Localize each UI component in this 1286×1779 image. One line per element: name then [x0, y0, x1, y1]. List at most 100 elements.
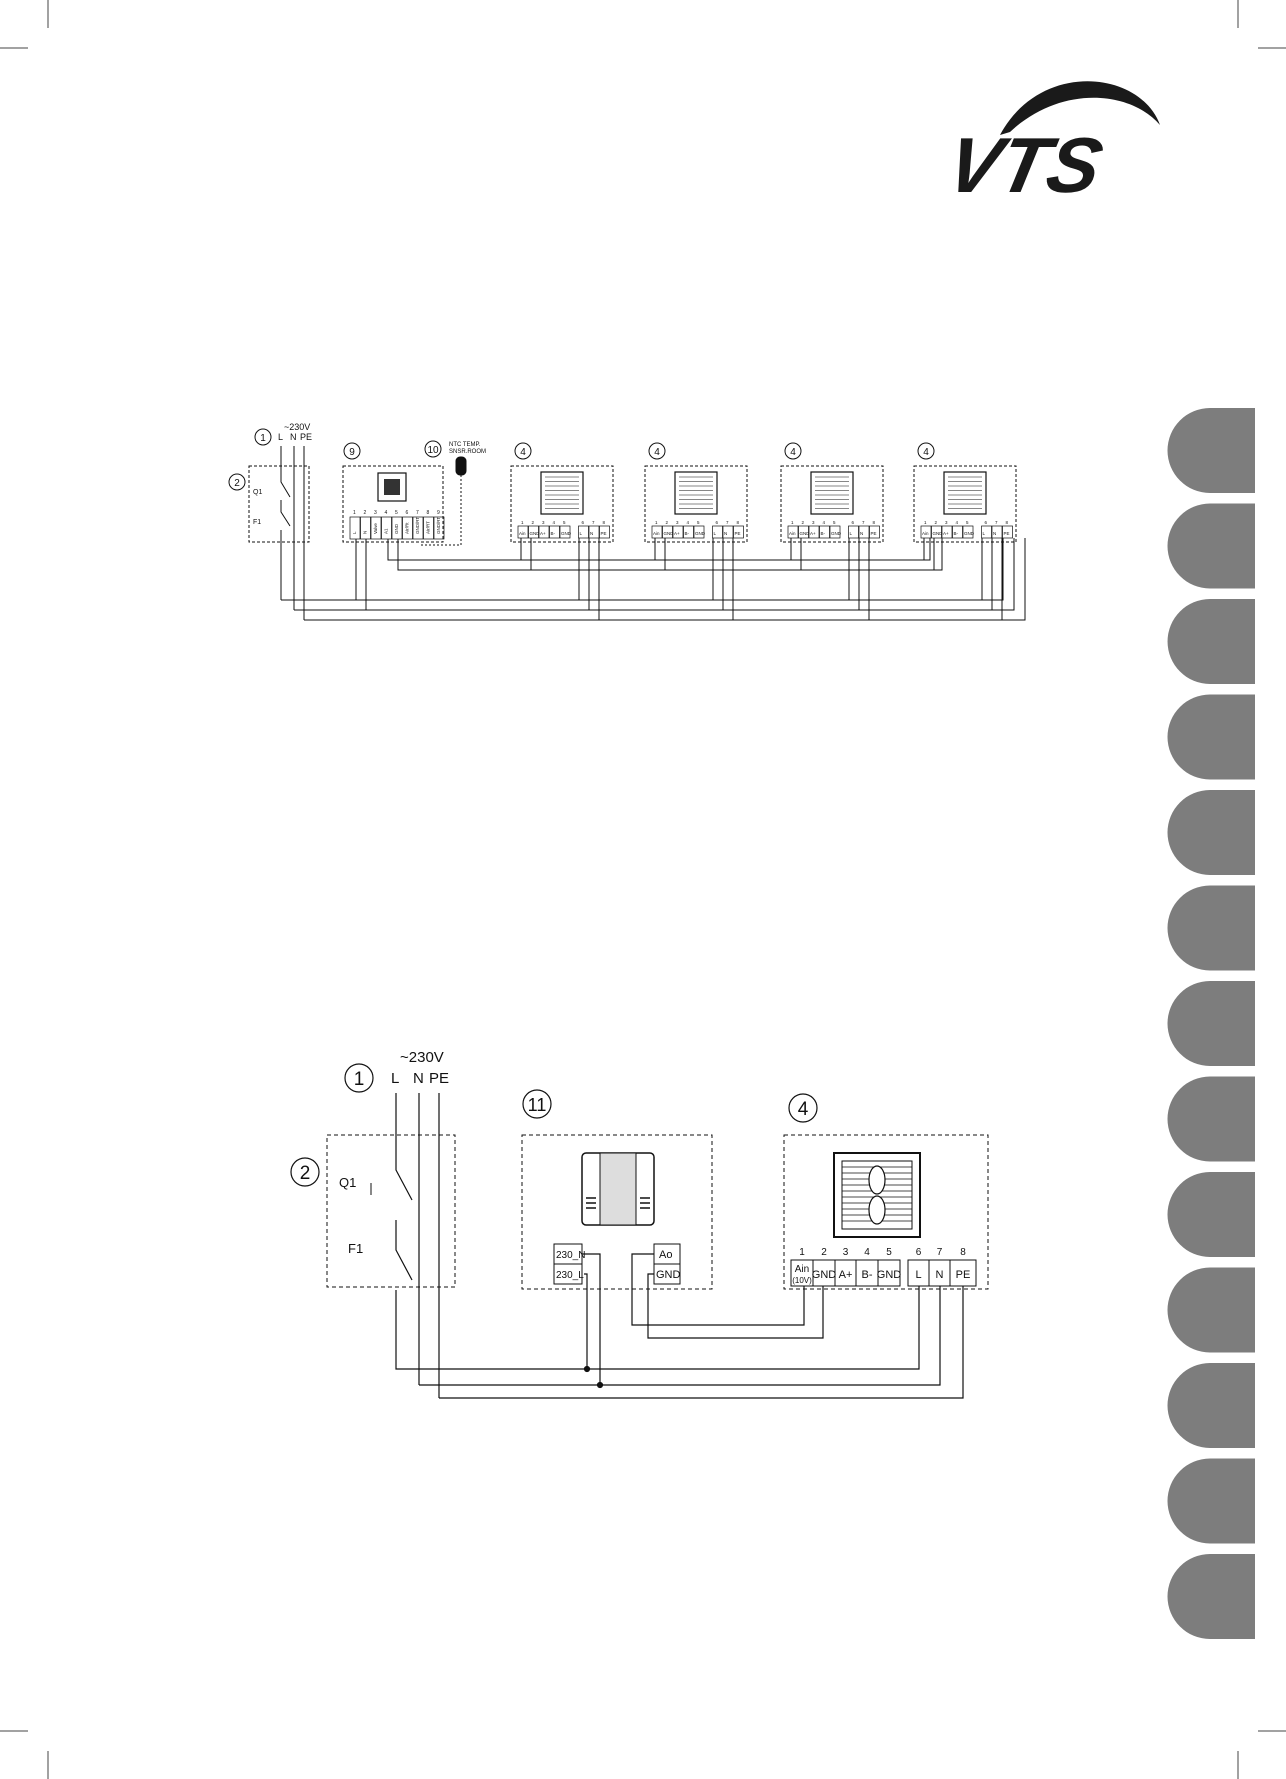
fan-terminal-sub-label: (10V) [792, 1276, 812, 1285]
fan-terminal-label: PE [601, 531, 607, 536]
fan-terminal-label: GND [877, 1269, 902, 1281]
fan-terminal [733, 525, 744, 539]
wire-ctrl-l [584, 1273, 588, 1369]
controller-terminal-num: 7 [416, 510, 419, 516]
breaker-q1: Q1 [253, 489, 262, 496]
controller-terminal-label: AIr/RT [426, 521, 431, 534]
controller-number-badge [522, 1089, 552, 1119]
breaker-number: 2 [234, 478, 240, 489]
fan-terminal-label: A+ [674, 531, 680, 536]
fan-terminal-num: 7 [726, 520, 729, 525]
fan-terminal-num: 8 [960, 1247, 966, 1258]
bus-pe [304, 538, 1026, 621]
fan-terminal-num: 2 [802, 520, 805, 525]
fan-terminal [869, 525, 880, 539]
fan-terminal-num: 4 [864, 1247, 870, 1258]
fan-terminal-num: 1 [655, 520, 658, 525]
wire-l [395, 1286, 920, 1370]
fan-terminal-label: GND [530, 531, 541, 536]
fan-terminal-label: N [724, 531, 727, 536]
junction-l [583, 1365, 591, 1373]
bus-n [294, 538, 1015, 611]
fan-terminal-num: 4 [823, 520, 826, 525]
wire-gnd [647, 1273, 824, 1339]
fan-terminal [528, 525, 539, 539]
fan-number-badge [917, 442, 935, 460]
fan-terminal-label: B- [954, 531, 959, 536]
fan-terminal-label: GND [800, 531, 811, 536]
side-tab[interactable] [1167, 1458, 1256, 1544]
controller-box [342, 465, 444, 543]
fan-terminal-num: 7 [592, 520, 595, 525]
terminal-ao-label: Ao [659, 1249, 672, 1261]
side-tab[interactable] [1167, 1267, 1256, 1353]
fan-box [644, 465, 748, 543]
fan-terminal [672, 525, 684, 539]
fan-terminal-label: GND [831, 531, 842, 536]
fan-terminal-label: Ain [519, 531, 526, 536]
fan-terminal-num: 8 [603, 520, 606, 525]
controller-terminal-num: 1 [353, 510, 356, 516]
side-tab[interactable] [1167, 1172, 1256, 1257]
fan-terminal-label: GND [812, 1269, 837, 1281]
fan-terminal-label: GND [695, 531, 706, 536]
sensor-label-2: SNSR.ROOM [449, 449, 486, 455]
fan-terminal-label: A+ [810, 531, 816, 536]
supply-N: N [290, 432, 297, 442]
fan-terminal-num: 8 [1006, 520, 1009, 525]
side-tab[interactable] [1167, 1076, 1256, 1162]
controller-terminal [360, 516, 371, 540]
fan-terminal-label: L [850, 531, 853, 536]
fan-terminal-label: B- [551, 531, 556, 536]
controller-terminal-num: 8 [427, 510, 430, 516]
fan-terminal [962, 525, 974, 539]
wire-n [419, 1286, 941, 1386]
fan-box [913, 465, 1017, 543]
controller-terminal-label: AIr/Rt [405, 522, 410, 534]
controller-terminal-label: Valve [373, 523, 378, 534]
controller-terminal-num: 4 [385, 510, 388, 516]
side-tab[interactable] [1167, 694, 1256, 780]
side-tab[interactable] [1167, 1363, 1256, 1448]
fan-terminal-label: Ain [653, 531, 660, 536]
fan-terminal-label: B- [862, 1269, 873, 1281]
wire-ao [631, 1253, 805, 1326]
fan-terminal-num: 6 [916, 1247, 922, 1258]
side-tab[interactable] [1167, 885, 1256, 971]
fan-number-badge [648, 442, 666, 460]
fan-terminal [588, 525, 600, 539]
fan-terminal-num: 6 [716, 520, 719, 525]
side-tab[interactable] [1167, 503, 1256, 589]
breaker-number: 2 [300, 1163, 311, 1184]
fan-terminal [722, 525, 734, 539]
breaker-box [248, 465, 310, 543]
fan-terminal-num: 2 [532, 520, 535, 525]
controller-terminal-label: L [352, 531, 357, 534]
fan-terminal-num: 2 [666, 520, 669, 525]
fan-terminal [683, 525, 694, 539]
fan-terminal-num: 3 [945, 520, 948, 525]
fan-icon [943, 471, 987, 515]
fan-terminal-label: PE [956, 1269, 971, 1281]
terminal-gnd-label: GND [656, 1269, 681, 1281]
fan-terminal-label: Ain [789, 531, 796, 536]
side-tab[interactable] [1167, 599, 1255, 684]
side-tab[interactable] [1167, 1554, 1256, 1639]
supply-number-badge [254, 428, 272, 446]
supply-voltage: ~230V [284, 422, 310, 432]
controller-terminals: 1L2N3Valve4A15GND6AIr/Rt7GND/RT8AIr/RT9G… [349, 510, 445, 540]
fan-terminal-label: A+ [839, 1269, 853, 1281]
side-tab[interactable] [1167, 408, 1256, 493]
controller-terminal-num: 9 [437, 510, 440, 516]
fan-terminal [877, 1259, 901, 1287]
controller-number-badge [343, 442, 361, 460]
fan-terminal-label: N [936, 1269, 944, 1281]
fan-terminal-label: N [993, 531, 996, 536]
controller-number: 9 [349, 447, 355, 458]
supply-PE: PE [429, 1070, 449, 1087]
side-tab[interactable] [1167, 981, 1256, 1066]
side-tab[interactable] [1167, 790, 1256, 875]
controller-terminal [412, 516, 424, 540]
